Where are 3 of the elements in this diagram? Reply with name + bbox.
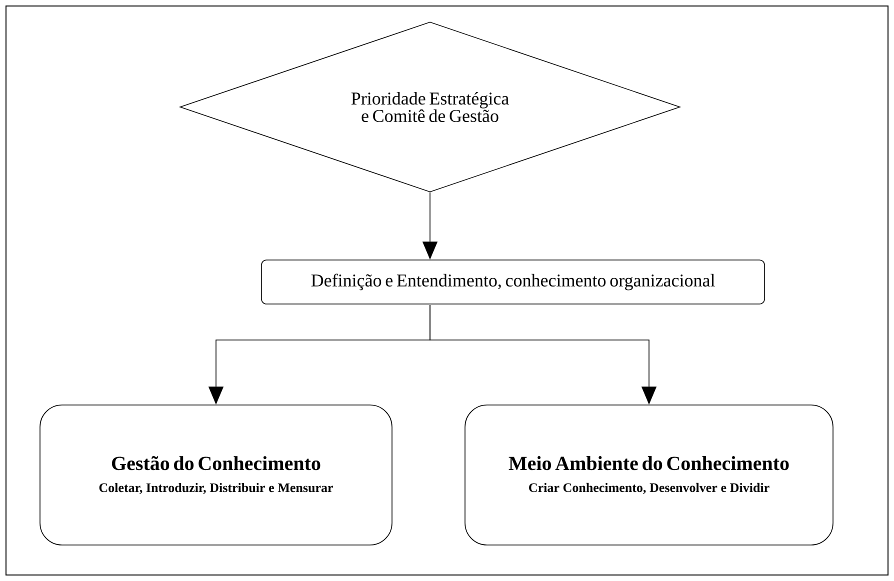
rounded-box: Gestão do Conhecimento Coletar, Introduzir, Distribuir e Mensurar [40,404,392,546]
process-box: Definição e Entendimento, conhecimento organizacional [261,260,765,304]
rounded-box: Meio Ambiente do Conhecimento Criar Conhecimento, Desenvolver e Dividir [464,404,834,546]
